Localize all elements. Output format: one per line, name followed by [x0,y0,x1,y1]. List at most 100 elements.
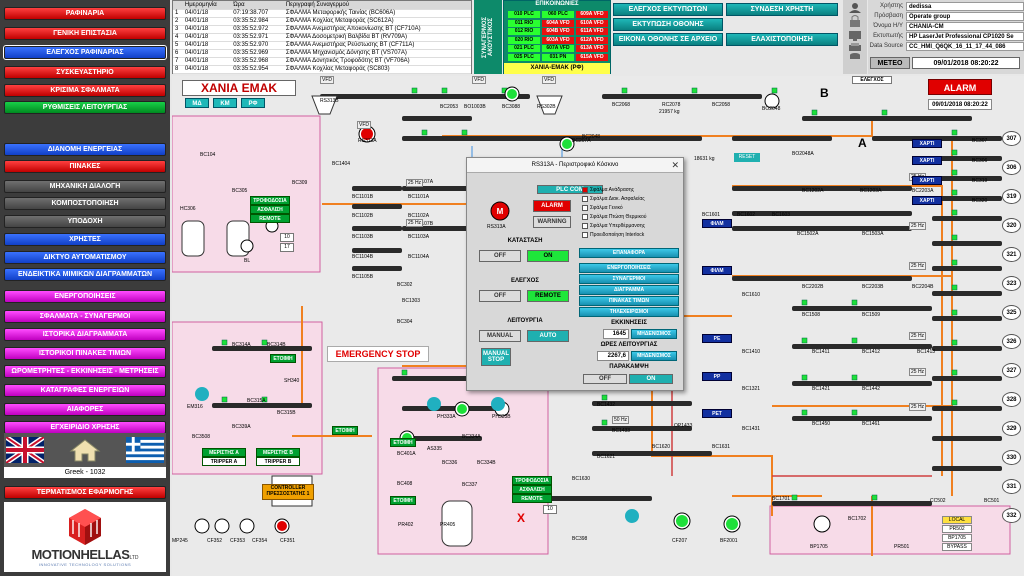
chute-button-2[interactable]: ΧΑΡΤΙ [912,156,942,165]
chute-button-5[interactable]: ΦΙΛΜ [702,219,732,228]
comm-status-cell[interactable]: 012 RIO [508,28,540,35]
chute-button-7[interactable]: PE [702,334,732,343]
print-screen-button[interactable]: ΕΚΤΥΠΩΣΗ ΟΘΟΝΗΣ [613,18,723,31]
bypass-off-button[interactable]: OFF [583,374,627,384]
menu-item-17[interactable]: ΙΣΤΟΡΙΚΑ ΔΙΑΓΡΑΜΜΑΤΑ [4,328,166,341]
alarm-header-cell[interactable]: Ώρα [231,1,284,10]
popup-section-off-button-2[interactable]: OFF [479,290,521,302]
menu-item-23[interactable]: ΤΕΡΜΑΤΙΣΜΟΣ ΕΦΑΡΜΟΓΗΣ [4,486,166,499]
menu-item-1[interactable]: ΡΑΦΙΝΑΡΙΑ [4,7,166,20]
menu-item-12[interactable]: ΧΡΗΣΤΕΣ [4,233,166,246]
popup-nav-button-2[interactable]: ΣΥΝΑΓΕΡΜΟΙ [579,274,679,284]
menu-item-3[interactable]: ΕΛΕΓΧΟΣ ΡΑΦΙΝΑΡΙΑΣ [3,45,167,60]
chute-button-9[interactable]: PET [702,409,732,418]
site-area-button-1[interactable]: ΜΔ [185,98,209,108]
menu-item-2[interactable]: ΓΕΝΙΚΗ ΕΠΙΣΤΑΣΙΑ [4,27,166,40]
popup-section-on-button-3[interactable]: AUTO [527,330,569,342]
menu-item-21[interactable]: ΑΙΑΦΟΡΕΣ [4,403,166,416]
chute-number-4[interactable]: 320 [1002,218,1021,233]
chute-button-4[interactable]: ΧΑΡΤΙ [912,196,942,205]
user-login-button[interactable]: ΣΥΝΔΕΣΗ ΧΡΗΣΤΗ [726,3,838,16]
chute-number-2[interactable]: 306 [1002,160,1021,175]
site-area-button-3[interactable]: ΡΦ [241,98,265,108]
menu-item-7[interactable]: ΔΙΑΝΟΜΗ ΕΝΕΡΓΕΙΑΣ [4,143,166,156]
comm-status-cell[interactable]: 610A VFD [576,19,608,27]
popup-nav-button-4[interactable]: ΠΙΝΑΚΑΣ ΤΙΜΩΝ [579,296,679,306]
chute-number-11[interactable]: 329 [1002,421,1021,436]
printer-check-button[interactable]: ΕΛΕΓΧΟΣ ΕΚΤΥΠΩΤΩΝ [613,3,723,16]
popup-nav-button-1[interactable]: ΕΝΕΡΓΟΠΟΙΗΣΕΙΣ [579,263,679,273]
weight-reset-button[interactable]: RESET [734,153,760,162]
menu-item-14[interactable]: ΕΝΔΕΙΚΤΙΚΑ ΜΙΜΙΚΩΝ ΔΙΑΓΡΑΜΜΑΤΩΝ [4,268,166,281]
menu-item-5[interactable]: ΚΡΙΣΙΜΑ ΣΦΑΛΜΑΤΑ [4,84,166,97]
comm-status-cell[interactable]: 607A VFD [542,45,574,52]
alarm-header-cell[interactable]: Ημερομηνία [182,1,232,10]
remote-status-1[interactable]: REMOTE [250,214,290,223]
chute-number-14[interactable]: 332 [1002,508,1021,523]
bypass-on-button[interactable]: ON [629,374,673,384]
comm-status-cell[interactable]: 031 PN [542,53,574,61]
popup-section-off-button-3[interactable]: MANUAL [479,330,521,342]
greek-flag-icon[interactable] [126,437,164,463]
chute-number-7[interactable]: 325 [1002,305,1021,320]
menu-item-4[interactable]: ΣΥΣΚΕΥΑΣΤΗΡΙΟ [4,66,166,79]
comm-status-cell[interactable]: 604B VFD [542,28,574,35]
comm-status-cell[interactable]: 604A VFD [542,19,574,27]
comm-status-cell[interactable]: 020 RIO [508,36,540,44]
splitter-b-button[interactable]: ΜΕΡΙΣΤΗΣ Β [256,448,300,457]
comm-status-cell[interactable]: 613A VFD [576,45,608,52]
splitter-a-button[interactable]: ΜΕΡΙΣΤΗΣ Α [202,448,246,457]
comm-status-cell[interactable]: 603A VFD [542,36,574,44]
feed-status-2[interactable]: ΤΡΟΦΟΔΟΣΙΑ [512,476,552,485]
hours-reset-button[interactable]: ΜΗΔΕΝΙΣΜΟΣ [631,351,677,361]
popup-nav-button-3[interactable]: ΔΙΑΓΡΑΜΜΑ [579,285,679,295]
popup-section-off-button-1[interactable]: OFF [479,250,521,262]
lock-status-1[interactable]: ΑΣΦΑΛΙΣΗ [250,205,290,214]
chute-number-6[interactable]: 323 [1002,276,1021,291]
chute-number-5[interactable]: 321 [1002,247,1021,262]
uk-flag-icon[interactable] [6,437,44,463]
alarm-header-cell[interactable]: Περιγραφή Συναγερμού [283,1,471,10]
menu-item-10[interactable]: ΚΟΜΠΟΣΤΟΠΟΙΗΣΗ [4,197,166,210]
chute-number-10[interactable]: 328 [1002,392,1021,407]
comm-status-cell[interactable]: 611A VFD [576,28,608,35]
alarm-header-cell[interactable] [173,1,183,10]
chute-number-8[interactable]: 326 [1002,334,1021,349]
menu-item-16[interactable]: ΣΦΑΛΜΑΤΑ - ΣΥΝΑΓΕΡΜΟΙ [4,310,166,323]
chute-number-9[interactable]: 327 [1002,363,1021,378]
chute-button-3[interactable]: ΧΑΡΤΙ [912,176,942,185]
chute-number-3[interactable]: 319 [1002,189,1021,204]
close-icon[interactable]: ✕ [671,160,679,170]
chute-number-13[interactable]: 331 [1002,479,1021,494]
weather-button[interactable]: ΜΕΤΕΟ [870,57,910,69]
chute-number-1[interactable]: 307 [1002,131,1021,146]
emergency-stop-button[interactable]: EMERGENCY STOP [327,346,429,362]
popup-nav-button-5[interactable]: ΤΗΛΕΧΕΙΡΙΣΜΟΙ [579,307,679,317]
chute-button-8[interactable]: PP [702,372,732,381]
menu-item-13[interactable]: ΔΙΚΤΥΟ ΑΥΤΟΜΑΤΙΣΜΟΥ [4,251,166,264]
menu-item-6[interactable]: ΡΥΘΜΙΣΕΙΣ ΛΕΙΤΟΥΡΓΙΑΣ [4,101,166,114]
acoustic-alarm-tab[interactable]: ΣΥΝΑΓΕΡΜΟΣ ΑΚΟΥΣΤΙΚΟΣ [474,0,502,74]
popup-section-on-button-1[interactable]: ON [527,250,569,262]
home-icon[interactable] [66,437,104,463]
comm-status-cell[interactable]: 025 PLC [508,53,540,61]
popup-title-bar[interactable]: RS313A - Περιστροφικό Κόσκινο ✕ [467,158,683,173]
minimize-button[interactable]: ΕΛΑΧΙΣΤΟΠΟΙΗΣΗ [726,33,838,46]
starts-reset-button[interactable]: ΜΗΔΕΝΙΣΜΟΣ [631,329,677,339]
chute-number-12[interactable]: 330 [1002,450,1021,465]
comm-status-cell[interactable]: 010 PLC [508,11,540,18]
fault-reset-button[interactable]: ΕΠΑΝΑΦΟΡΑ [579,248,679,258]
comm-status-cell[interactable]: 021 PLC [508,45,540,52]
comm-status-cell[interactable]: 612A VFD [576,36,608,44]
remote-status-2[interactable]: REMOTE [512,494,552,503]
comm-status-cell[interactable]: 615A VFD [576,53,608,61]
menu-item-20[interactable]: ΚΑΤΑΓΡΑΦΕΣ ΕΝΕΡΓΕΙΩΝ [4,384,166,397]
site-area-button-2[interactable]: ΚΜ [213,98,237,108]
menu-item-8[interactable]: ΠΙΝΑΚΕΣ [4,160,166,173]
